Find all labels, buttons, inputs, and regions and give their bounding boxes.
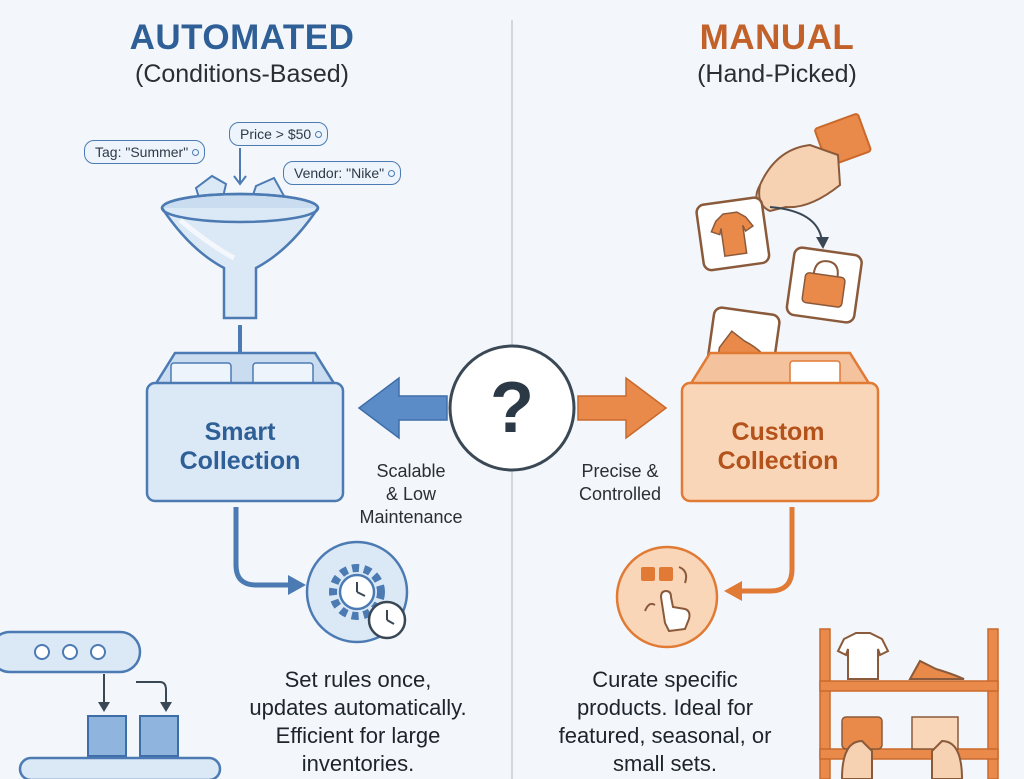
- gear-clock-icon: [305, 540, 409, 644]
- smart-label-line1: Smart: [204, 418, 276, 446]
- smart-label-line2: Collection: [179, 447, 301, 475]
- auto-desc-line3: Efficient for large: [275, 723, 441, 748]
- auto-side-line3: Maintenance: [359, 507, 463, 527]
- right-arrow-icon: [577, 376, 668, 440]
- smart-collection-label: Smart Collection: [145, 418, 335, 476]
- hand-pointer-icon: [615, 545, 719, 649]
- shelf-icon: [819, 628, 999, 779]
- funnel-icon: $: [160, 148, 320, 320]
- condition-tag-summer: Tag: "Summer": [84, 140, 206, 164]
- manual-side-label: Precise & Controlled: [560, 460, 680, 506]
- condition-tag-vendor: Vendor: "Nike": [283, 161, 402, 185]
- man-desc-line1: Curate specific: [592, 667, 738, 692]
- automated-side-label: Scalable & Low Maintenance: [352, 460, 470, 529]
- smart-flow-arrow: [233, 507, 306, 595]
- left-arrow-icon: [357, 376, 448, 440]
- man-side-line1: Precise &: [581, 461, 659, 481]
- manual-subtitle: (Hand-Picked): [697, 60, 857, 88]
- custom-collection-label: Custom Collection: [683, 418, 873, 476]
- custom-label-line1: Custom: [731, 418, 825, 446]
- auto-desc-line2: updates automatically.: [249, 695, 467, 720]
- automated-title: AUTOMATED: [129, 18, 355, 57]
- custom-flow-arrow: [724, 507, 795, 601]
- question-mark: ?: [490, 368, 534, 448]
- hand-icon: [755, 113, 872, 213]
- man-desc-line4: small sets.: [613, 751, 717, 776]
- custom-collection-box: [680, 351, 880, 503]
- question-icon: [448, 344, 576, 472]
- automated-description: Set rules once, updates automatically. E…: [218, 666, 498, 778]
- auto-side-line1: Scalable: [376, 461, 446, 481]
- man-side-line2: Controlled: [578, 484, 662, 504]
- smart-collection-box: [145, 351, 345, 503]
- man-desc-line3: featured, seasonal, or: [558, 723, 772, 748]
- man-desc-line2: products. Ideal for: [576, 695, 754, 720]
- auto-side-line2: & Low: [385, 484, 437, 504]
- tshirt-icon: [695, 196, 771, 272]
- conveyor-belt-icon: [0, 630, 222, 779]
- hand-picking-illustration: [695, 113, 872, 382]
- custom-label-line2: Collection: [717, 447, 839, 475]
- auto-desc-line1: Set rules once,: [284, 667, 432, 692]
- condition-tag-price: Price > $50: [229, 122, 329, 146]
- manual-title: MANUAL: [699, 18, 855, 57]
- manual-description: Curate specific products. Ideal for feat…: [525, 666, 805, 778]
- automated-subtitle: (Conditions-Based): [135, 60, 349, 88]
- handbag-icon: [785, 246, 863, 324]
- auto-desc-line4: inventories.: [301, 751, 415, 776]
- comparison-arrows: [357, 344, 668, 472]
